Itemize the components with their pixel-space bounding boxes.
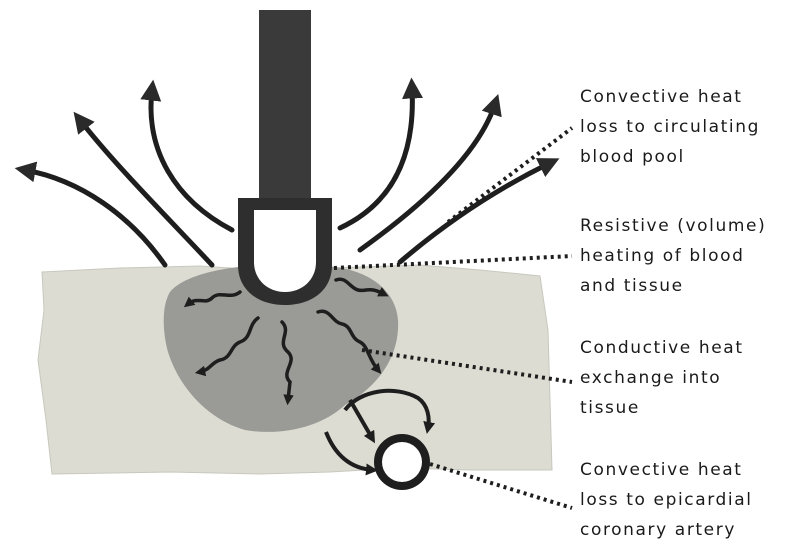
label-line: Conductive heat <box>580 333 805 363</box>
label-line: loss to epicardial <box>580 485 805 515</box>
label-line: and tissue <box>580 271 805 301</box>
catheter-tip-inner <box>254 210 316 292</box>
leader-convective-artery <box>430 464 572 508</box>
label-line: blood pool <box>580 142 805 172</box>
convection-arrow-5 <box>360 104 495 250</box>
label-line: tissue <box>580 393 805 423</box>
label-convective-artery: Convective heat loss to epicardial coron… <box>580 455 805 545</box>
leader-convective-blood <box>448 128 572 222</box>
convection-arrow-6 <box>400 163 550 262</box>
label-resistive: Resistive (volume) heating of blood and … <box>580 211 805 301</box>
leader-resistive <box>334 256 572 268</box>
label-line: exchange into <box>580 363 805 393</box>
convection-arrow-3 <box>151 90 232 230</box>
label-line: Resistive (volume) <box>580 211 805 241</box>
coronary-artery-lumen <box>382 442 422 482</box>
convection-arrow-4 <box>340 88 412 228</box>
convection-arrow-1 <box>25 170 165 265</box>
label-line: Convective heat <box>580 82 805 112</box>
label-line: heating of blood <box>580 241 805 271</box>
label-convective-blood: Convective heat loss to circulating bloo… <box>580 82 805 172</box>
label-line: coronary artery <box>580 515 805 545</box>
label-line: loss to circulating <box>580 112 805 142</box>
label-conductive: Conductive heat exchange into tissue <box>580 333 805 423</box>
label-line: Convective heat <box>580 455 805 485</box>
catheter-shaft <box>259 10 311 210</box>
